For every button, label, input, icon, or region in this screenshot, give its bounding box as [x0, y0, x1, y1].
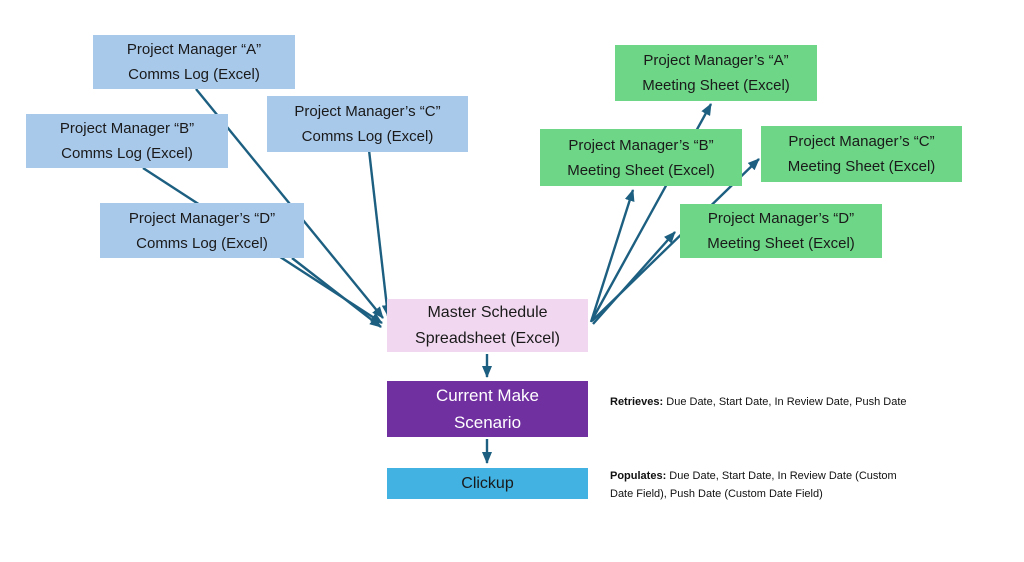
- annotation-populates: Populates: Due Date, Start Date, In Revi…: [610, 467, 900, 503]
- node-label: Project Manager’s “B”: [568, 136, 714, 154]
- node-label: Project Manager’s “C”: [294, 103, 441, 120]
- node-master-schedule: Master Schedule Spreadsheet (Excel): [387, 299, 588, 352]
- node-comms-log-c: Project Manager’s “C” Comms Log (Excel): [267, 96, 468, 152]
- node-label: Meeting Sheet (Excel): [787, 158, 936, 175]
- annotation-retrieves-label: Retrieves:: [610, 396, 664, 408]
- arrow-comms-c-to-master: [367, 149, 392, 317]
- node-meeting-sheet-d: Project Manager’s “D” Meeting Sheet (Exc…: [680, 204, 882, 258]
- node-label: Spreadsheet (Excel): [415, 329, 560, 347]
- node-label: Project Manager’s “D”: [707, 210, 855, 227]
- node-meeting-sheet-b: Project Manager’s “B” Meeting Sheet (Exc…: [540, 129, 742, 186]
- node-label: Clickup: [461, 475, 514, 492]
- annotation-retrieves: Retrieves: Due Date, Start Date, In Revi…: [610, 393, 910, 411]
- node-comms-log-d: Project Manager’s “D” Comms Log (Excel): [100, 203, 304, 258]
- arrow-master-to-meeting-b: [589, 189, 635, 323]
- annotation-populates-label: Populates:: [610, 470, 667, 482]
- node-label: Scenario: [453, 413, 522, 432]
- node-label: Project Manager “B”: [59, 120, 195, 137]
- arrow-comms-d-to-master: [291, 257, 382, 328]
- node-label: Project Manager’s “C”: [788, 133, 935, 150]
- node-label: Meeting Sheet (Excel): [707, 235, 855, 252]
- node-label: Project Manager’s “D”: [128, 209, 276, 227]
- node-meeting-sheet-c: Project Manager’s “C” Meeting Sheet (Exc…: [761, 126, 962, 182]
- node-label: Current Make: [436, 386, 539, 405]
- node-label: Comms Log (Excel): [61, 145, 193, 162]
- node-comms-log-b: Project Manager “B” Comms Log (Excel): [26, 114, 228, 168]
- node-label: Project Manager’s “A”: [643, 52, 789, 69]
- node-current-make-scenario: Current Make Scenario: [387, 381, 588, 437]
- node-label: Comms Log (Excel): [128, 66, 260, 83]
- node-label: Meeting Sheet (Excel): [642, 77, 790, 94]
- node-comms-log-a: Project Manager “A” Comms Log (Excel): [93, 35, 295, 89]
- node-label: Comms Log (Excel): [136, 234, 268, 252]
- node-label: Meeting Sheet (Excel): [567, 161, 715, 179]
- annotation-retrieves-text: Due Date, Start Date, In Review Date, Pu…: [663, 396, 907, 408]
- node-label: Project Manager “A”: [126, 41, 262, 58]
- node-clickup: Clickup: [387, 468, 588, 499]
- arrow-master-to-meeting-d: [592, 231, 676, 325]
- node-meeting-sheet-a: Project Manager’s “A” Meeting Sheet (Exc…: [615, 45, 817, 101]
- node-label: Comms Log (Excel): [301, 128, 434, 145]
- node-label: Master Schedule: [427, 303, 548, 321]
- annotation-populates-text: Due Date, Start Date, In Review Date (Cu…: [610, 470, 897, 501]
